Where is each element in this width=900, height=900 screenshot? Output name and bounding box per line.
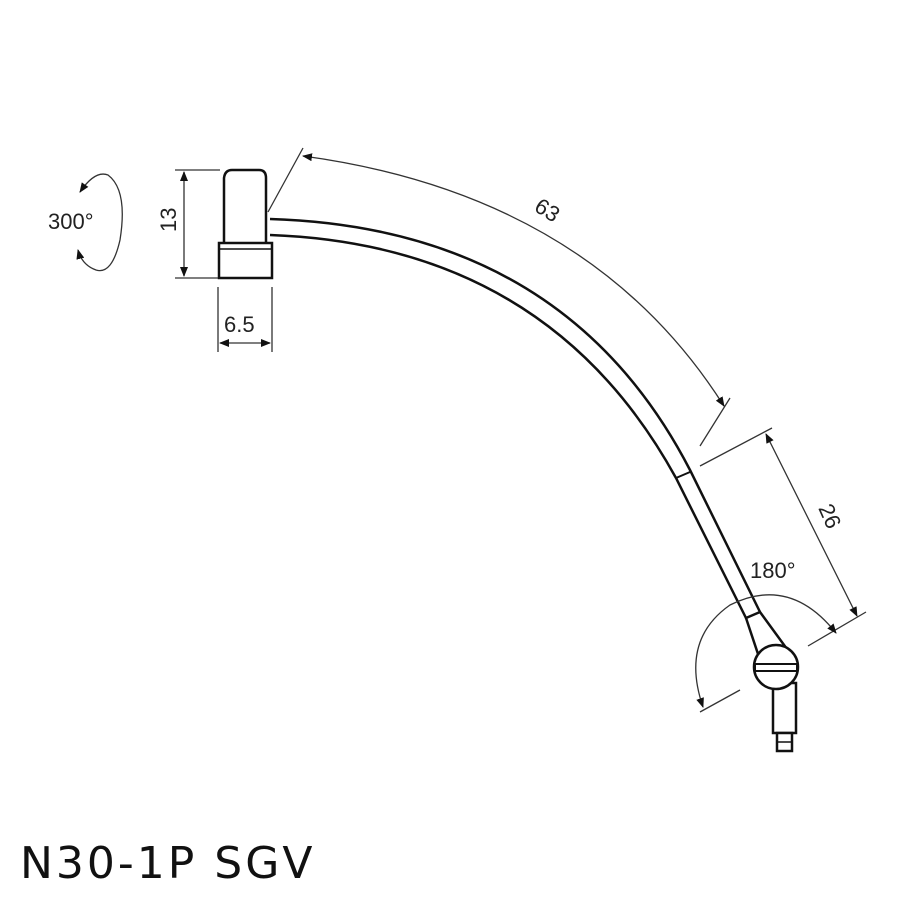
height-dimension (175, 169, 220, 279)
width-label: 6.5 (224, 312, 255, 337)
arm-length-dimension (267, 147, 731, 447)
swivel-joint (744, 610, 800, 753)
model-title: N30-1P SGV (20, 838, 316, 889)
gooseneck-arm (269, 217, 762, 619)
arm-length-label: 63 (530, 193, 564, 227)
rotation-300-indicator (76, 173, 123, 272)
width-dimension (217, 287, 273, 352)
segment-dimension (699, 427, 867, 647)
segment-label: 26 (813, 500, 846, 533)
rotation-180-indicator (695, 594, 837, 713)
height-label: 13 (156, 208, 181, 232)
lamp-head (217, 168, 274, 280)
rotation-180-label: 180° (750, 558, 796, 583)
rotation-300-label: 300° (48, 209, 94, 234)
